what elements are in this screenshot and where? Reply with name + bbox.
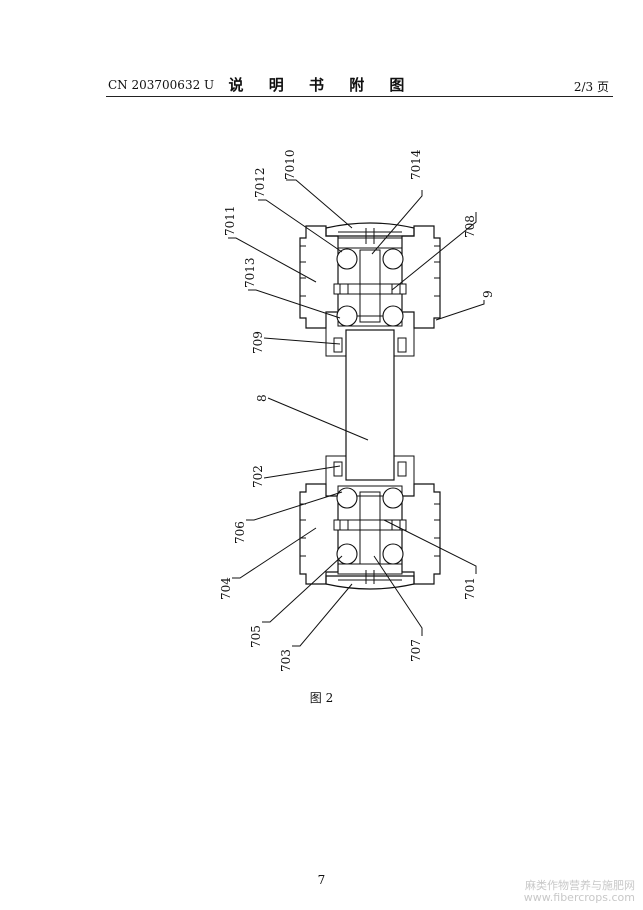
label-704: 704 <box>219 577 233 600</box>
page-count: 2/3 页 <box>573 80 609 94</box>
label-8: 8 <box>255 394 269 402</box>
watermark-url: www.fibercrops.com <box>523 891 635 904</box>
label-7010: 7010 <box>283 149 297 180</box>
label-705: 705 <box>249 625 263 648</box>
shaft <box>345 329 395 481</box>
label-9: 9 <box>481 290 495 298</box>
label-706: 706 <box>233 521 247 544</box>
label-7013: 7013 <box>243 257 257 288</box>
watermark: 麻类作物营养与施肥网 www.fibercrops.com <box>524 880 635 904</box>
page-number: 7 <box>317 873 326 887</box>
label-7014: 7014 <box>409 149 423 180</box>
label-701: 701 <box>463 577 477 600</box>
figure-caption: 图 2 <box>309 691 334 705</box>
leader-lines <box>228 179 485 647</box>
patent-number: CN 203700632 U <box>108 78 215 92</box>
watermark-cn: 麻类作物营养与施肥网 <box>525 879 635 892</box>
label-702: 702 <box>251 465 265 488</box>
part-labels: 7010 7014 7012 7011 708 7013 9 709 8 702… <box>219 149 495 672</box>
label-7011: 7011 <box>223 205 237 236</box>
label-703: 703 <box>279 649 293 672</box>
header-rule <box>106 96 613 97</box>
upper-housing <box>299 222 441 357</box>
lower-housing <box>299 455 441 590</box>
label-7012: 7012 <box>253 167 267 198</box>
label-707: 707 <box>409 639 423 662</box>
label-708: 708 <box>463 215 477 238</box>
label-709: 709 <box>251 331 265 354</box>
page-heading: 说 明 书 附 图 <box>228 76 415 94</box>
